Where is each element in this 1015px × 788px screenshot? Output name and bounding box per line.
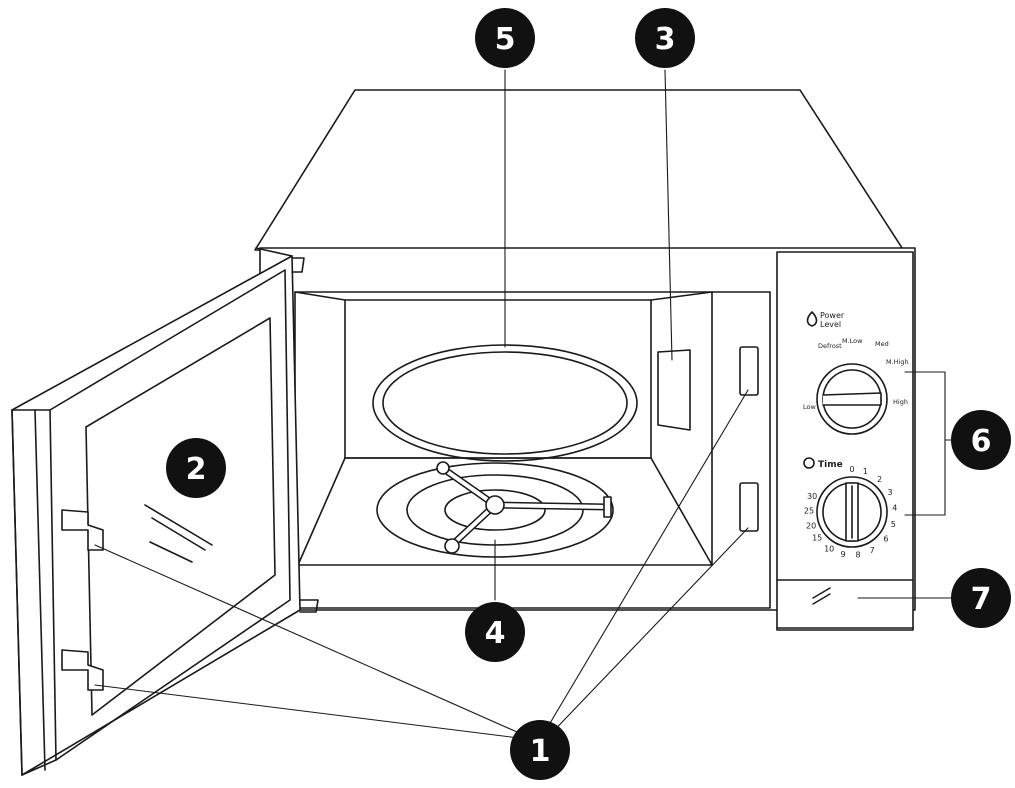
callout-4-label: 4 <box>485 616 506 651</box>
time-mark: 4 <box>892 504 897 513</box>
callout-6-label: 6 <box>971 424 992 459</box>
door-hook-top <box>61 509 104 551</box>
latch-hole-top <box>739 346 759 396</box>
time-mark: 30 <box>807 492 817 501</box>
time-mark: 7 <box>870 546 875 555</box>
callout-3-label: 3 <box>655 22 676 57</box>
callout-2-label: 2 <box>186 452 207 487</box>
time-mark: 1 <box>863 467 868 476</box>
time-mark: 0 <box>849 465 854 474</box>
callout-3: 3 <box>635 8 695 68</box>
time-mark: 3 <box>887 488 892 497</box>
door-hook-bottom <box>61 649 104 691</box>
control-panel <box>776 251 914 631</box>
power-setting-low: Low <box>803 403 816 411</box>
callout-7-label: 7 <box>971 582 992 617</box>
power-setting-m-high: M.High <box>886 358 909 366</box>
power-setting-med: Med <box>875 340 889 348</box>
power-setting-defrost: Defrost <box>818 342 842 350</box>
time-mark: 25 <box>804 507 814 516</box>
time-mark: 10 <box>824 545 834 554</box>
callout-1: 1 <box>510 720 570 780</box>
callout-5: 5 <box>475 8 535 68</box>
time-mark: 15 <box>812 533 822 542</box>
waveguide-cover <box>657 349 691 431</box>
time-mark: 6 <box>883 535 888 544</box>
power-setting-m-low: M.Low <box>842 337 863 345</box>
callout-2: 2 <box>166 438 226 498</box>
time-mark: 5 <box>891 520 896 529</box>
time-mark: 2 <box>877 475 882 484</box>
door-window <box>85 317 276 716</box>
time-title: Time <box>818 460 843 470</box>
callout-6: 6 <box>951 410 1011 470</box>
time-mark: 20 <box>806 521 816 530</box>
cabinet-top <box>254 89 916 269</box>
time-mark: 8 <box>855 551 860 560</box>
latch-hole-bottom <box>739 482 759 532</box>
time-mark: 9 <box>841 550 846 559</box>
cavity-frame <box>294 291 771 609</box>
callout-1-label: 1 <box>530 734 551 769</box>
callout-5-label: 5 <box>495 22 516 57</box>
power-title-line2: Level <box>820 320 841 329</box>
power-title-line1: Power <box>820 311 845 320</box>
callout-4: 4 <box>465 602 525 662</box>
power-setting-high: High <box>893 398 908 406</box>
callout-7: 7 <box>951 568 1011 628</box>
